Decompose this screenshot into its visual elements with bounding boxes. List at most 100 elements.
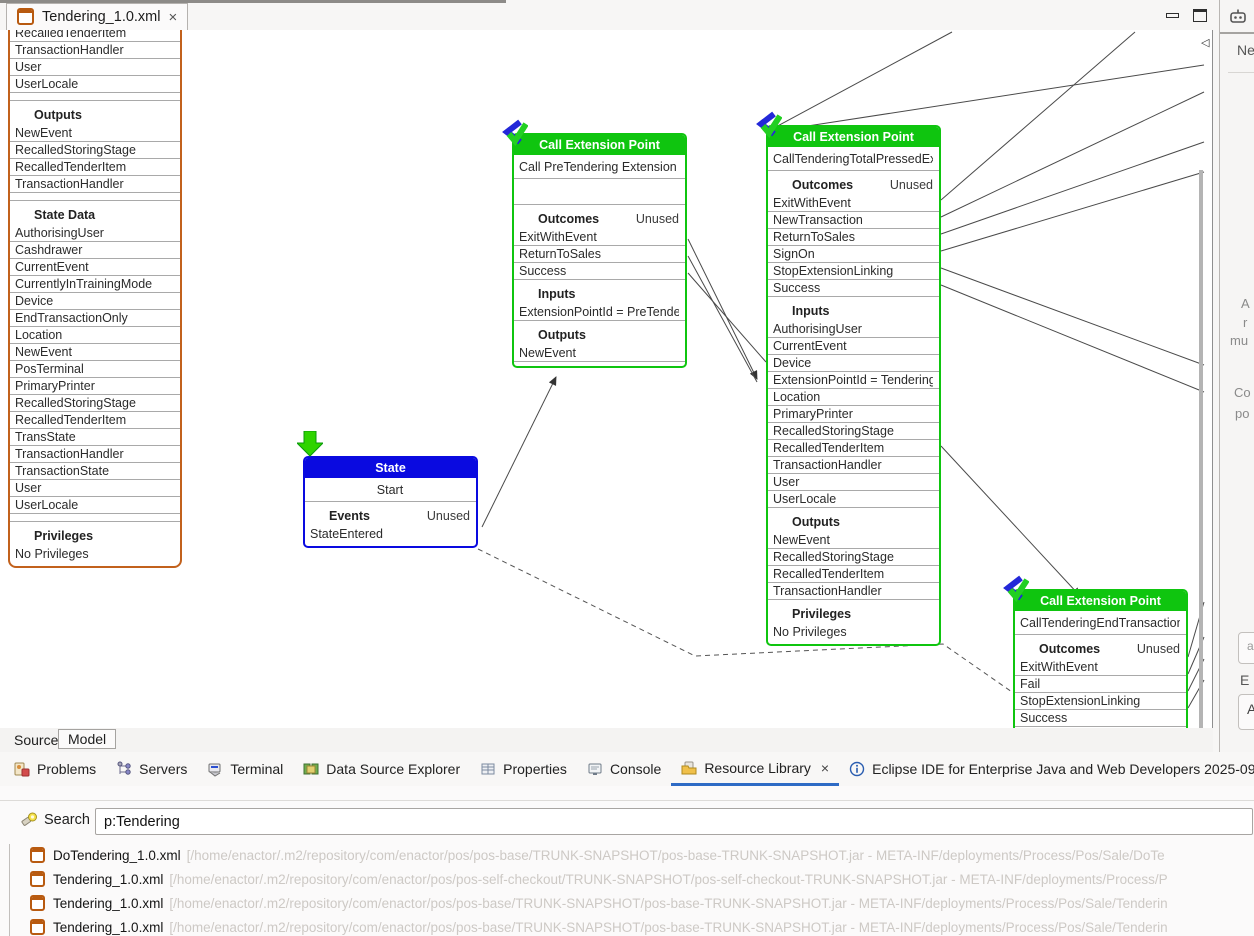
node-row: CallTenderingEndTransactionE...: [1015, 612, 1186, 635]
tab-folder-top-accent: [0, 0, 506, 3]
node-row: TransactionHandler: [768, 583, 939, 600]
search-input[interactable]: [95, 808, 1253, 835]
panel-label: E: [1240, 672, 1250, 688]
node-row: Success: [768, 280, 939, 297]
tab-close-icon[interactable]: ×: [168, 8, 178, 26]
node-call-tendering-total-pressed-extension-point[interactable]: Call Extension Point CallTenderingTotalP…: [756, 111, 941, 646]
resource-library-view: Search DoTendering_1.0.xml [/home/enactor…: [0, 786, 1254, 936]
tab-console[interactable]: Console: [577, 752, 671, 786]
result-row[interactable]: Tendering_1.0.xml [/home/enactor/.m2/repo…: [0, 892, 1254, 916]
node-row: TransactionState: [10, 463, 180, 480]
tab-terminal[interactable]: Terminal: [197, 752, 293, 786]
node-row: ReturnToSales: [514, 246, 685, 263]
node-row: UserLocale: [10, 76, 180, 93]
xml-file-icon: [30, 847, 45, 864]
panel-button[interactable]: A: [1238, 694, 1254, 730]
console-icon: [588, 763, 602, 775]
node-row: Device: [10, 293, 180, 310]
node-call-pretendering-extension-point[interactable]: Call Extension Point Call PreTendering E…: [502, 119, 687, 368]
tab-data-source-explorer[interactable]: Data Source Explorer: [293, 752, 470, 786]
node-header: Call Extension Point: [768, 127, 939, 147]
palette-scrollbar[interactable]: [1199, 170, 1203, 728]
node-row: User: [10, 59, 180, 76]
panel-text-fragment: A: [1241, 296, 1250, 311]
result-file-name: Tendering_1.0.xml: [53, 920, 164, 935]
palette-collapse-icon[interactable]: ◁: [1201, 37, 1210, 49]
node-call-tendering-end-transaction-extension-point[interactable]: Call Extension Point CallTenderingEndTra…: [1003, 575, 1188, 728]
node-section-header: Outputs: [34, 108, 82, 122]
tab-servers[interactable]: Servers: [106, 752, 197, 786]
node-row: Location: [10, 327, 180, 344]
editor-tab-title: Tendering_1.0.xml: [42, 9, 161, 25]
node-row: RecalledTenderItem: [10, 159, 180, 176]
node-row: NewEvent: [768, 532, 939, 549]
node-row: Call PreTendering Extension P...: [514, 156, 685, 179]
result-row[interactable]: DoTendering_1.0.xml [/home/enactor/.m2/re…: [0, 844, 1254, 868]
properties-icon: [481, 763, 495, 775]
node-row: User: [10, 480, 180, 497]
result-file-path: [/home/enactor/.m2/repository/com/enacto…: [186, 848, 1165, 863]
node-row: SignOn: [768, 246, 939, 263]
result-file-name: DoTendering_1.0.xml: [53, 848, 181, 863]
tab-properties[interactable]: Properties: [470, 752, 577, 786]
canvas-right-border: [1212, 30, 1213, 728]
result-row[interactable]: Tendering_1.0.xml[/home/enactor/.m2/repo…: [0, 916, 1254, 936]
panel-text-fragment: po: [1235, 406, 1250, 421]
minimize-view-icon[interactable]: [1166, 13, 1179, 18]
search-label: Search: [44, 812, 90, 828]
maximize-view-icon[interactable]: [1193, 9, 1207, 22]
node-row: EndTransactionOnly: [10, 310, 180, 327]
info-icon: [849, 761, 865, 777]
node-section-header: Privileges: [792, 607, 852, 621]
node-row: StopExtensionLinking: [1015, 693, 1186, 710]
node-row: User: [768, 474, 939, 491]
node-row: [10, 93, 180, 101]
editor-tab-bar: Tendering_1.0.xml ×: [0, 0, 1213, 30]
node-section-header: Inputs: [792, 304, 830, 318]
result-row[interactable]: Tendering_1.0.xml[/home/enactor/.m2/repo…: [0, 868, 1254, 892]
node-row: NewEvent: [10, 125, 180, 142]
panel-text-fragment: Co: [1234, 385, 1251, 400]
node-header: Call Extension Point: [1015, 591, 1186, 611]
tab-problems[interactable]: Problems: [4, 752, 106, 786]
node-row: StopExtensionLinking: [768, 263, 939, 280]
node-row: [10, 193, 180, 201]
tab-model[interactable]: Model: [58, 729, 117, 749]
xml-file-icon: [17, 7, 34, 25]
node-header: Call Extension Point: [514, 135, 685, 155]
node-row: TransactionHandler: [10, 446, 180, 463]
tab-close-icon[interactable]: ×: [820, 759, 830, 776]
node-row: Start: [305, 479, 476, 502]
view-separator: [0, 800, 1254, 801]
panel-input-box[interactable]: a: [1238, 632, 1254, 664]
tab-label: Terminal: [230, 761, 284, 777]
node-header: State: [305, 458, 476, 478]
node-row: RecalledStoringStage: [10, 142, 180, 159]
xml-file-icon: [30, 895, 45, 912]
result-file-path: [/home/enactor/.m2/repository/com/enacto…: [169, 896, 1168, 911]
tab-source[interactable]: Source: [14, 732, 59, 748]
panel-item-new[interactable]: Ne: [1237, 42, 1254, 58]
node-row: RecalledTenderItem: [768, 566, 939, 583]
tab-label: Console: [609, 761, 662, 777]
editor-tab-tendering[interactable]: Tendering_1.0.xml ×: [6, 3, 189, 30]
node-row: Cashdrawer: [10, 242, 180, 259]
node-row: CurrentEvent: [10, 259, 180, 276]
node-row: Device: [768, 355, 939, 372]
tab-eclipse-ide[interactable]: Eclipse IDE for Enterprise Java and Web …: [839, 752, 1254, 786]
tab-resource-library[interactable]: Resource Library ×: [671, 752, 840, 786]
node-row: PrimaryPrinter: [768, 406, 939, 423]
node-row: [10, 514, 180, 522]
node-row: StateEntered: [310, 527, 383, 541]
result-file-name: Tendering_1.0.xml: [53, 896, 164, 911]
node-row: NewEvent: [514, 345, 685, 362]
node-row: ReturnToSales: [768, 229, 939, 246]
node-row: Location: [768, 389, 939, 406]
node-row: PrimaryPrinter: [10, 378, 180, 395]
